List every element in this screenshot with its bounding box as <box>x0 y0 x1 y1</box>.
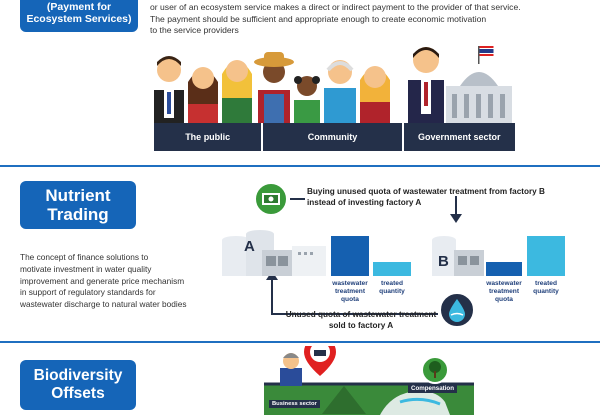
caption-b-treatment: treatment <box>488 288 520 295</box>
pes-text-line1: or user of an ecosystem service makes a … <box>150 2 521 12</box>
nutrient-badge-line2: Trading <box>47 205 109 224</box>
factory-b-label: B <box>438 253 449 270</box>
biodiversity-badge: Biodiversity Offsets <box>20 360 136 410</box>
pes-text-line3: to the service providers <box>150 25 239 35</box>
pes-badge: (Payment for Ecosystem Services) <box>20 0 138 32</box>
water-drop-icon <box>439 292 475 328</box>
factory-a-treated-column <box>373 262 411 276</box>
bar-community: Community <box>263 123 404 151</box>
person-old-man <box>324 60 356 124</box>
nutrient-desc-line2: motivate investment in water quality <box>20 263 152 274</box>
caption-a-quota: quota <box>341 296 359 303</box>
compensation-label: Compensation <box>408 384 457 393</box>
factory-b-quota-column <box>486 262 522 276</box>
money-icon <box>254 182 288 216</box>
bar-community-label: Community <box>307 132 358 142</box>
business-sector-label: Business sector <box>269 400 320 408</box>
bar-government-label: Government sector <box>418 132 501 142</box>
factory-b-quota-caption: wastewater treatment quota <box>479 280 529 304</box>
caption-a-wastewater: wastewater <box>332 280 368 287</box>
pes-description: or user of an ecosystem service makes a … <box>150 2 590 37</box>
factory-a-illustration <box>222 230 326 276</box>
top-flow-text: Buying unused quota of wastewater treatm… <box>307 186 557 208</box>
nutrient-desc-line5: wastewater discharge to natural water bo… <box>20 299 187 310</box>
caption-b-wastewater: wastewater <box>486 280 522 287</box>
bottom-flow-text: Unused quota of wastewater treatment sol… <box>276 309 446 331</box>
factory-b-treated-caption: treated quantity <box>521 280 571 296</box>
caption-a-treated: treated <box>381 280 403 287</box>
section-divider-1 <box>0 165 600 167</box>
section-divider-2 <box>0 341 600 343</box>
factory-b-illustration <box>432 236 484 276</box>
pes-badge-line1: (Payment for <box>46 1 112 13</box>
nutrient-desc-line4: in support of regulatory standards for <box>20 287 156 298</box>
biodiversity-badge-line1: Biodiversity <box>33 367 123 384</box>
bar-government: Government sector <box>403 123 515 151</box>
factory-b-treated-column <box>527 236 565 276</box>
bar-public: The public <box>154 123 264 151</box>
biodiversity-badge-line2: Offsets <box>51 385 105 402</box>
person-child <box>294 76 320 124</box>
nutrient-badge: Nutrient Trading <box>20 181 136 229</box>
person-woman-green <box>222 60 252 124</box>
person-woman-red <box>188 67 218 124</box>
caption-a-quantity: quantity <box>379 288 405 295</box>
biodiversity-illustration <box>264 346 474 415</box>
caption-a-treatment: treatment <box>334 288 366 295</box>
bottom-flow-line2: sold to factory A <box>328 321 394 330</box>
stakeholder-bar: The public Community Government sector <box>154 123 515 151</box>
factory-a-label: A <box>244 238 255 255</box>
person-farmer <box>254 52 294 124</box>
caption-b-treated: treated <box>535 280 557 287</box>
people-illustration <box>154 46 512 124</box>
person-woman-blonde <box>360 66 390 124</box>
pes-text-line2: The payment should be sufficient and app… <box>150 13 487 24</box>
person-officer <box>408 47 444 124</box>
bottom-flow-line1: Unused quota of wastewater treatment <box>285 310 437 319</box>
caption-b-quantity: quantity <box>533 288 559 295</box>
pes-badge-line2: Ecosystem Services) <box>26 13 132 25</box>
factory-a-treated-caption: treated quantity <box>367 280 417 296</box>
top-flow-line2: instead of investing factory A <box>307 198 422 207</box>
government-building <box>446 46 512 124</box>
factory-a-quota-caption: wastewater treatment quota <box>325 280 375 304</box>
factory-a-quota-column <box>331 236 369 276</box>
nutrient-desc-line1: The concept of finance solutions to <box>20 252 149 262</box>
caption-b-quota: quota <box>495 296 513 303</box>
nutrient-description: The concept of finance solutions to moti… <box>20 252 220 311</box>
person-businessman <box>154 56 184 124</box>
nutrient-badge-line1: Nutrient <box>45 186 111 205</box>
nutrient-desc-line3: improvement and generate price mechanism <box>20 275 185 286</box>
bar-public-label: The public <box>185 132 231 142</box>
top-flow-line1: Buying unused quota of wastewater treatm… <box>307 187 545 196</box>
